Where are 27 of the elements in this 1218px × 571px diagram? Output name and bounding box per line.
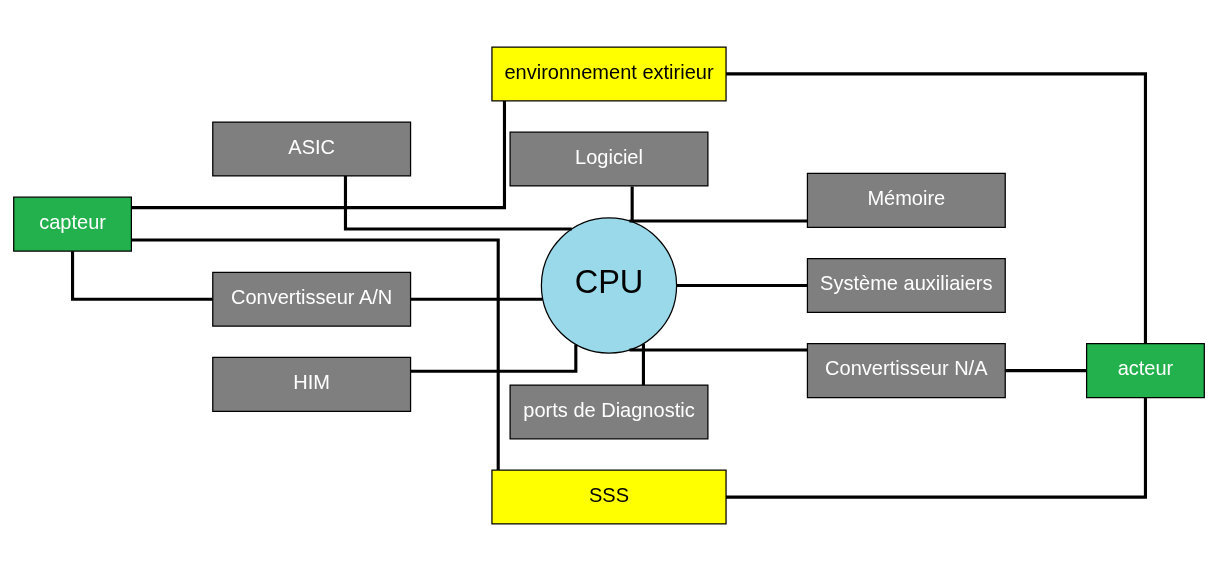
node-box: Système auxiliaiers — [806, 257, 1006, 314]
connector — [676, 283, 808, 288]
connector — [410, 297, 543, 301]
connector — [726, 398, 1147, 499]
node-box: capteur — [13, 196, 132, 252]
node-box: ports de Diagnostic — [509, 384, 709, 440]
connector — [131, 238, 500, 471]
connector — [343, 176, 572, 231]
node-box: Mémoire — [806, 172, 1006, 228]
node-box: ASIC — [212, 121, 412, 177]
connector — [629, 219, 808, 223]
node-box: Logiciel — [509, 131, 709, 187]
connector — [410, 344, 578, 373]
node-box: SSS — [491, 469, 727, 525]
node-box: Convertisseur N/A — [806, 343, 1006, 399]
connector — [131, 100, 507, 210]
node-box: HIM — [212, 356, 412, 412]
node-box: environnement extirieur — [491, 46, 727, 102]
node-box: acteur — [1086, 343, 1205, 399]
connector — [641, 343, 645, 385]
connector — [726, 72, 1147, 344]
connector — [71, 251, 213, 301]
node-box: Convertisseur A/N — [212, 271, 412, 327]
connector — [1005, 369, 1087, 373]
connector — [629, 348, 808, 352]
node-circle: CPU — [540, 217, 678, 354]
connector — [630, 186, 634, 222]
